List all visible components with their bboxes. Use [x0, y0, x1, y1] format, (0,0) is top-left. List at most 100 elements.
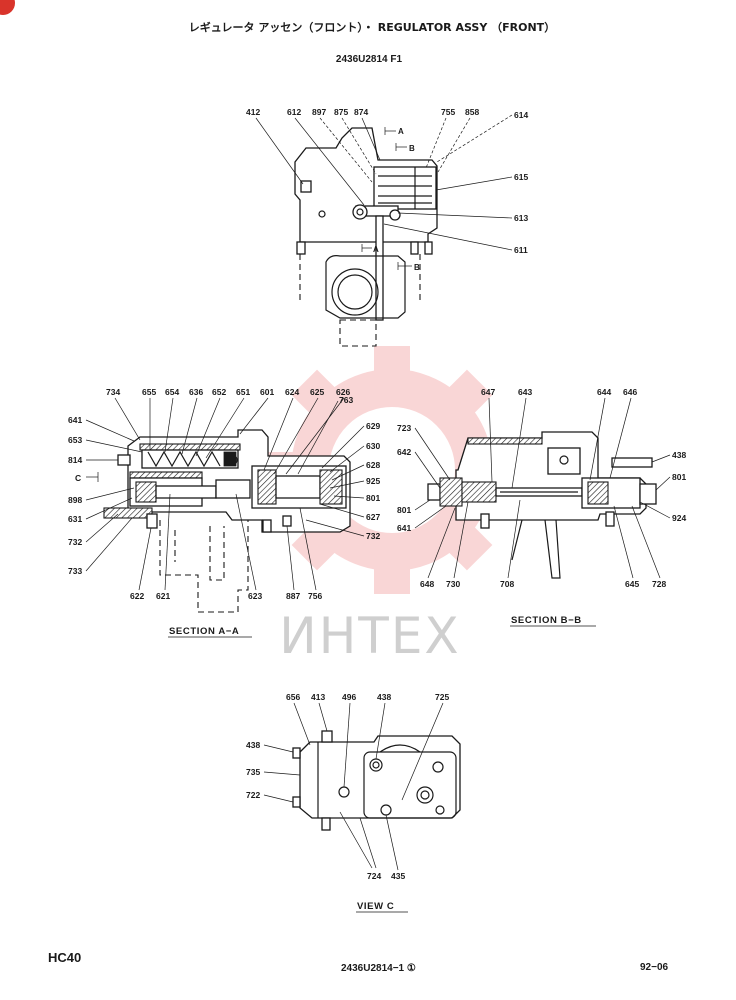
leader-line — [414, 499, 431, 511]
bolt — [605, 511, 615, 527]
hidden-line — [209, 526, 225, 581]
leader-line — [285, 397, 345, 475]
gear-tooth — [291, 369, 339, 417]
part-callout: 623 — [248, 591, 262, 601]
leader-line — [375, 702, 386, 760]
view-caption: VIEW C — [357, 901, 394, 912]
bolt-head — [292, 747, 301, 759]
part-callout: 630 — [366, 441, 380, 451]
section-mark-b-bottom: B — [397, 262, 420, 272]
part-callout: 644 — [597, 387, 611, 397]
sheet-reference: 2436U2814−1 ① — [341, 963, 416, 974]
section-mark-label: B — [409, 144, 415, 153]
leader-line — [511, 397, 527, 489]
gear-tooth — [445, 369, 493, 417]
leader-line — [318, 702, 328, 732]
bolt-head — [424, 241, 433, 255]
part-callout: 627 — [366, 512, 380, 522]
bolt-head — [296, 241, 306, 255]
sleeve — [461, 481, 497, 503]
leader-line — [427, 507, 456, 579]
part-callout: 887 — [286, 591, 300, 601]
part-callout: 626 — [336, 387, 350, 397]
end-plug — [639, 483, 657, 505]
part-callout: 631 — [68, 514, 82, 524]
part-callout: 648 — [420, 579, 434, 589]
part-callout: 641 — [397, 523, 411, 533]
tab — [321, 730, 333, 743]
leader-line — [361, 117, 381, 161]
leader-line — [631, 505, 661, 579]
leader-line — [414, 451, 441, 489]
part-callout: 636 — [189, 387, 203, 397]
leader-line — [319, 503, 365, 518]
leader-line — [385, 814, 399, 871]
bolt — [146, 513, 158, 529]
model-code: HC40 — [48, 950, 81, 965]
leader-line — [414, 505, 447, 529]
part-callout: 728 — [652, 579, 666, 589]
leader-line — [343, 702, 351, 788]
gear-tooth — [374, 346, 410, 376]
cover-plate — [103, 507, 153, 519]
section-caption: SECTION B−B — [511, 615, 582, 626]
leader-line — [205, 397, 245, 459]
valve-sleeve — [257, 469, 277, 505]
bolt-head — [321, 817, 331, 831]
leader-line — [397, 212, 513, 219]
part-callout: 874 — [354, 107, 368, 117]
pin-hole — [318, 210, 326, 218]
part-callout: 641 — [68, 415, 82, 425]
leader-line — [341, 117, 377, 175]
leader-line — [293, 702, 311, 746]
leader-line — [329, 480, 365, 489]
leader-line — [609, 397, 632, 479]
view-mark-label: C — [75, 473, 81, 483]
section-mark-label: A — [398, 127, 404, 136]
part-callout: 722 — [246, 790, 260, 800]
spring-coil — [147, 450, 221, 468]
pin — [226, 454, 238, 466]
section-mark-a-bottom: A — [361, 244, 379, 254]
leader-line — [453, 501, 469, 579]
part-callout: 651 — [236, 387, 250, 397]
bolt — [480, 513, 490, 529]
piston — [155, 485, 217, 499]
part-callout: 814 — [68, 455, 82, 465]
leader-line — [263, 744, 294, 753]
view-mark-c: C — [75, 472, 99, 483]
part-callout: 725 — [435, 692, 449, 702]
top-view-drawing — [294, 127, 438, 347]
port — [416, 786, 434, 804]
pin-block — [215, 479, 251, 499]
spring-housing — [373, 166, 437, 210]
leader-line — [613, 505, 634, 579]
hatched-wall — [129, 471, 203, 479]
part-callout: 755 — [441, 107, 455, 117]
part-callout: 756 — [308, 591, 322, 601]
part-callout: 801 — [397, 505, 411, 515]
part-callout: 734 — [106, 387, 120, 397]
pin — [352, 204, 368, 220]
leader-line — [329, 445, 365, 473]
section-mark-b-top: B — [395, 143, 415, 153]
part-callout: 723 — [397, 423, 411, 433]
feedback-rod — [375, 215, 384, 321]
leader-line — [195, 397, 221, 457]
screw — [611, 457, 653, 468]
corner-badge — [0, 0, 15, 15]
part-callout: 611 — [514, 245, 528, 255]
leader-line — [299, 507, 317, 591]
adjust-housing — [439, 477, 463, 507]
leader-line — [85, 419, 135, 442]
part-callout: 925 — [366, 476, 380, 486]
leader-line — [85, 497, 133, 520]
leader-line — [436, 114, 513, 163]
leader-line — [255, 117, 304, 185]
part-callout: 614 — [514, 110, 528, 120]
part-callout: 724 — [367, 871, 381, 881]
leader-line — [273, 397, 319, 475]
part-callout: 763 — [339, 395, 353, 405]
section-b-b-drawing — [427, 431, 657, 579]
leader-line — [263, 397, 294, 471]
